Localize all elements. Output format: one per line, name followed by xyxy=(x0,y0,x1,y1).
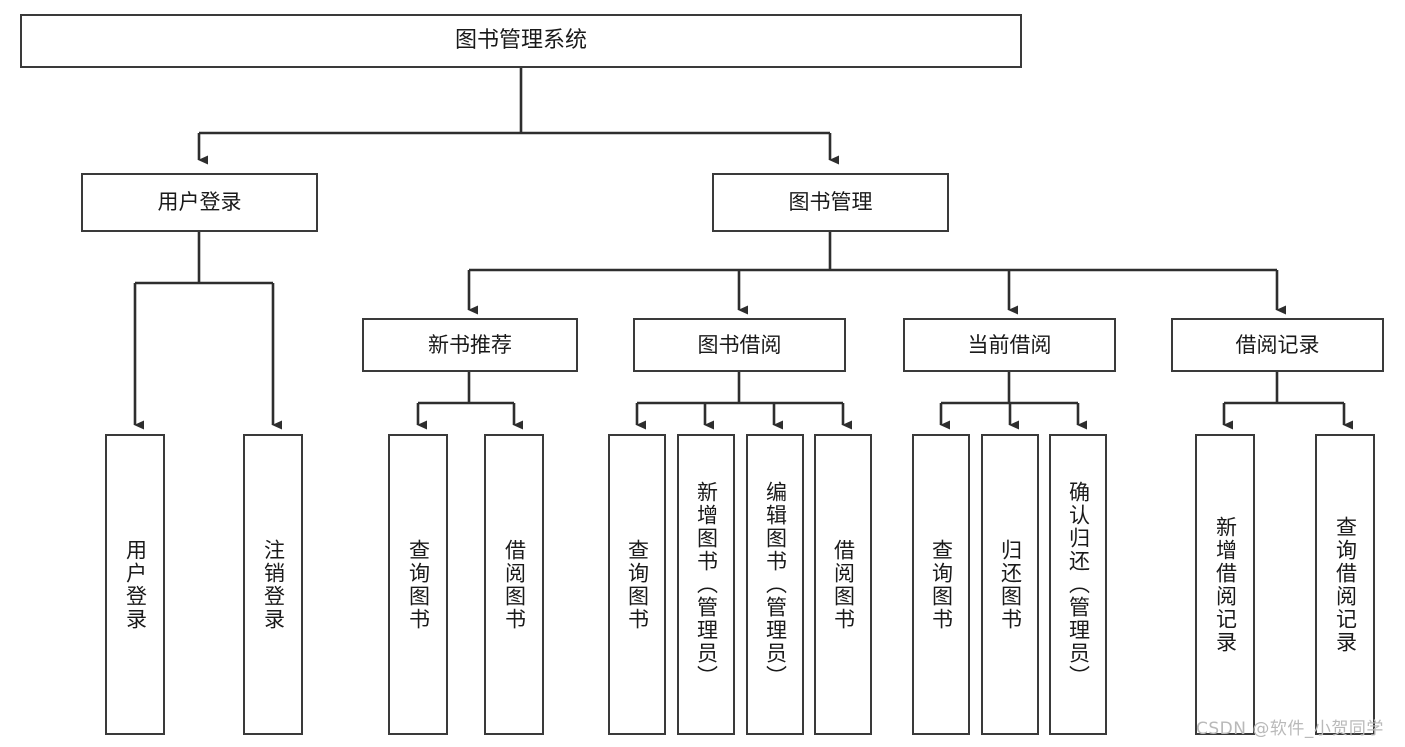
node-leaf-borrow-book-2[interactable]: 借阅图书 xyxy=(814,434,872,735)
node-leaf-return-book[interactable]: 归还图书 xyxy=(981,434,1039,735)
node-leaf-query-book-3[interactable]: 查询图书 xyxy=(912,434,970,735)
node-leaf-borrow-book-1[interactable]: 借阅图书 xyxy=(484,434,544,735)
node-leaf-query-book-1[interactable]: 查询图书 xyxy=(388,434,448,735)
node-leaf-add-record[interactable]: 新增借阅记录 xyxy=(1195,434,1255,735)
node-leaf-query-record[interactable]: 查询借阅记录 xyxy=(1315,434,1375,735)
node-leaf-query-book-1-label: 查询图书 xyxy=(406,538,431,631)
node-root[interactable]: 图书管理系统 xyxy=(20,14,1022,68)
node-leaf-confirm-return-label: 确认归还（管理员） xyxy=(1066,481,1091,688)
node-leaf-return-book-label: 归还图书 xyxy=(998,538,1023,631)
node-leaf-add-book[interactable]: 新增图书（管理员） xyxy=(677,434,735,735)
node-leaf-query-book-2[interactable]: 查询图书 xyxy=(608,434,666,735)
node-leaf-confirm-return[interactable]: 确认归还（管理员） xyxy=(1049,434,1107,735)
node-leaf-user-login-label: 用户登录 xyxy=(123,538,148,631)
csdn-watermark: CSDN @软件_小贺同学 xyxy=(1196,719,1384,739)
node-current-borrow[interactable]: 当前借阅 xyxy=(903,318,1116,372)
node-user-login[interactable]: 用户登录 xyxy=(81,173,318,232)
node-leaf-add-book-label: 新增图书（管理员） xyxy=(694,481,719,688)
node-book-manage[interactable]: 图书管理 xyxy=(712,173,949,232)
node-user-login-label: 用户登录 xyxy=(157,190,242,215)
node-leaf-logout-login-label: 注销登录 xyxy=(261,538,286,631)
node-root-label: 图书管理系统 xyxy=(454,28,587,54)
node-book-borrow-label: 图书借阅 xyxy=(697,332,782,357)
node-leaf-borrow-book-1-label: 借阅图书 xyxy=(502,538,527,631)
node-leaf-logout-login[interactable]: 注销登录 xyxy=(243,434,303,735)
node-new-book-recommend-label: 新书推荐 xyxy=(428,332,512,357)
node-leaf-edit-book-label: 编辑图书（管理员） xyxy=(763,481,788,688)
node-leaf-borrow-book-2-label: 借阅图书 xyxy=(831,538,856,631)
node-new-book-recommend[interactable]: 新书推荐 xyxy=(362,318,578,372)
node-leaf-query-book-3-label: 查询图书 xyxy=(929,538,954,631)
node-leaf-edit-book[interactable]: 编辑图书（管理员） xyxy=(746,434,804,735)
node-leaf-query-book-2-label: 查询图书 xyxy=(625,538,650,631)
node-borrow-record-label: 借阅记录 xyxy=(1235,332,1320,357)
node-borrow-record[interactable]: 借阅记录 xyxy=(1171,318,1384,372)
node-current-borrow-label: 当前借阅 xyxy=(967,332,1052,357)
node-leaf-user-login[interactable]: 用户登录 xyxy=(105,434,165,735)
node-leaf-query-record-label: 查询借阅记录 xyxy=(1333,515,1358,654)
node-book-manage-label: 图书管理 xyxy=(788,190,873,215)
node-leaf-add-record-label: 新增借阅记录 xyxy=(1213,515,1238,654)
node-book-borrow[interactable]: 图书借阅 xyxy=(633,318,846,372)
